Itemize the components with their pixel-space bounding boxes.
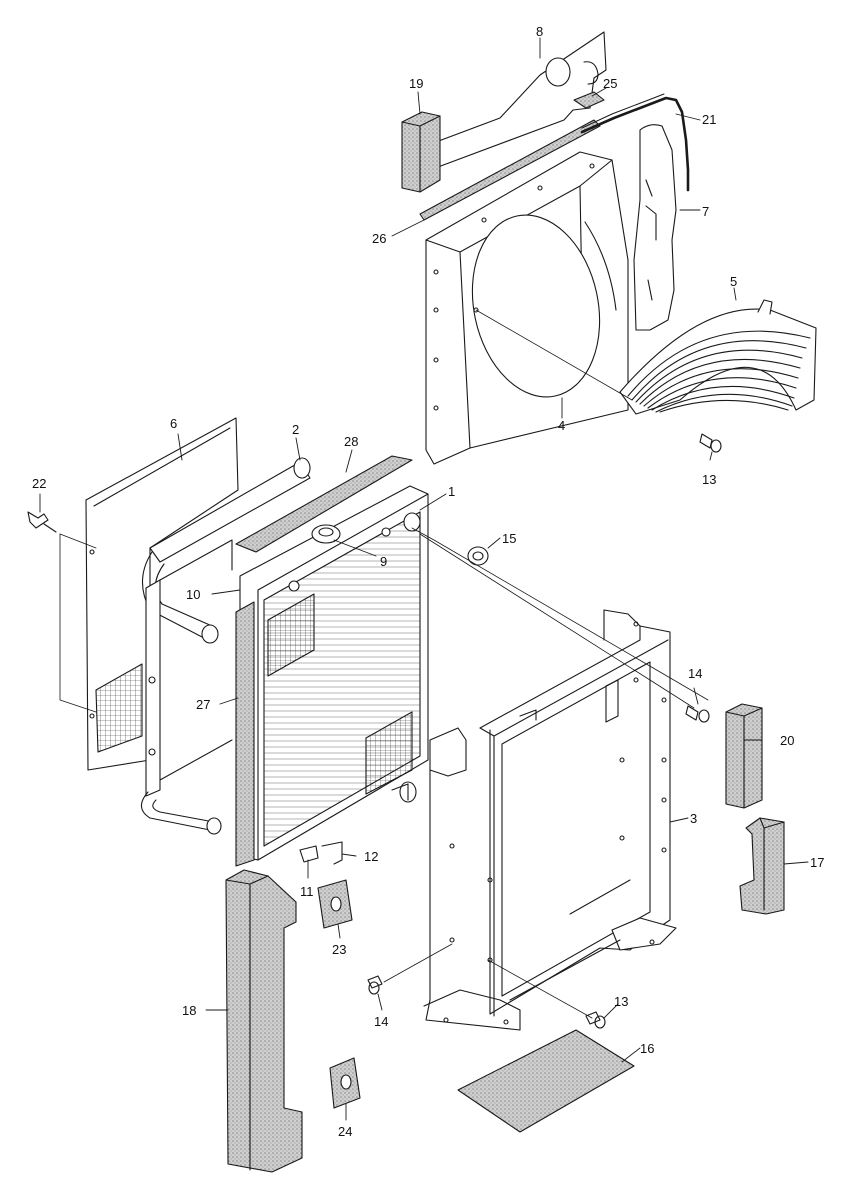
edge-trim-22 xyxy=(582,94,688,190)
radiator-1 xyxy=(240,486,428,860)
fan-guard-5 xyxy=(620,300,816,414)
callout-27: 26 xyxy=(372,231,386,246)
clip-11 xyxy=(300,846,318,862)
callout-20: 19 xyxy=(409,76,423,91)
lower-hose xyxy=(141,792,221,834)
upper-cover-plate xyxy=(420,32,606,170)
callout-4: 4 xyxy=(558,418,565,433)
bracket-12 xyxy=(322,842,342,864)
fan-shroud-4 xyxy=(426,152,628,464)
bolt-15 xyxy=(686,706,709,722)
wing-bolt-23 xyxy=(28,512,56,532)
callout-16: 15 xyxy=(502,531,516,546)
callout-14: 14 xyxy=(374,1014,388,1029)
callout-18: 17 xyxy=(810,855,824,870)
callout-28: 27 xyxy=(196,697,210,712)
callout-25: 24 xyxy=(338,1124,352,1139)
upper-hose-2 xyxy=(142,458,310,643)
side-guard-6 xyxy=(86,418,238,770)
callout-9: 9 xyxy=(380,554,387,569)
pad-26 xyxy=(574,92,604,108)
callout-3: 3 xyxy=(690,811,697,826)
callout-29: 28 xyxy=(344,434,358,449)
pad-25 xyxy=(330,1058,360,1108)
bolt-13-upper xyxy=(700,434,721,452)
callout-23: 22 xyxy=(32,476,46,491)
plate-17 xyxy=(458,1030,634,1132)
callout-11: 11 xyxy=(300,884,314,899)
callout-26: 25 xyxy=(603,76,617,91)
pad-24 xyxy=(318,880,352,928)
callout-5: 5 xyxy=(730,274,737,289)
side-bracket-10 xyxy=(146,540,232,796)
callout-13-upper: 13 xyxy=(702,472,716,487)
callout-21: 20 xyxy=(780,733,794,748)
foam-block-19 xyxy=(226,870,302,1172)
assembly-lines xyxy=(60,310,708,1018)
callout-24: 23 xyxy=(332,942,346,957)
top-seal-29 xyxy=(236,456,412,552)
callout-13-lower: 13 xyxy=(614,994,628,1009)
foam-block-21 xyxy=(726,704,762,808)
callout-8: 8 xyxy=(536,24,543,39)
callout-10: 10 xyxy=(186,587,200,602)
callout-17: 16 xyxy=(640,1041,654,1056)
seal-strip-27 xyxy=(420,120,600,220)
bolt-13-lower xyxy=(586,1012,605,1028)
side-shroud-7 xyxy=(634,125,676,330)
foam-block-18 xyxy=(740,818,784,914)
bolt-14 xyxy=(368,976,382,994)
leader-lines xyxy=(40,38,808,1120)
callout-1: 1 xyxy=(448,484,455,499)
callout-labels: 8 19 25 21 7 26 5 4 13 6 2 28 1 22 15 9 … xyxy=(32,24,824,1139)
mount-frame-3 xyxy=(424,610,676,1030)
cap-16 xyxy=(468,547,488,565)
callout-19: 18 xyxy=(182,1003,196,1018)
callout-7: 7 xyxy=(702,204,709,219)
callout-12: 12 xyxy=(364,849,378,864)
callout-22: 21 xyxy=(702,112,716,127)
callout-6: 6 xyxy=(170,416,177,431)
foam-block-20 xyxy=(402,112,440,192)
callout-15: 14 xyxy=(688,666,702,681)
side-seal-28 xyxy=(236,602,254,866)
callout-2: 2 xyxy=(292,422,299,437)
